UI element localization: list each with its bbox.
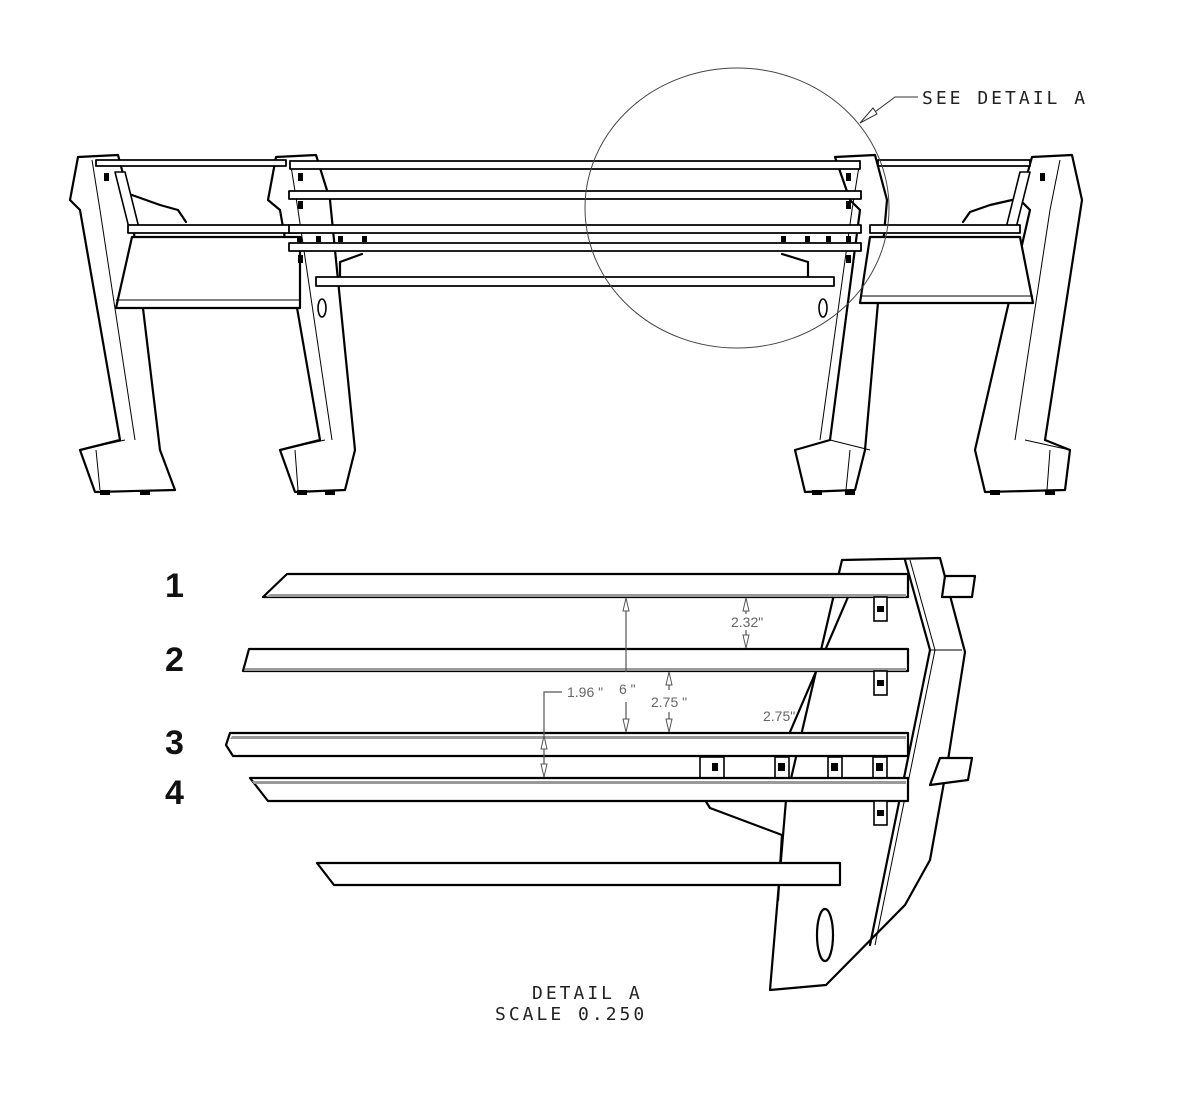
left-side-shelf [95,159,302,310]
bar-2 [241,647,910,696]
center-bars [104,160,1045,287]
row-label-4: 4 [165,774,184,812]
dimension-2-75-diagonal: 2.75" [763,708,795,724]
row-label-2: 2 [165,641,184,679]
right-outer-leg [973,153,1084,495]
bar-5 [315,861,842,887]
bar-1 [261,572,910,622]
svg-text:1.96 ": 1.96 " [567,684,603,700]
assembly-overview: SEE DETAIL A [68,67,1088,495]
row-label-3: 3 [165,724,184,762]
svg-text:6 ": 6 " [619,681,636,697]
right-inner-leg [793,153,889,495]
detail-a-view: 1 2 3 4 2.32" 6 " [165,556,977,1025]
svg-text:2.75": 2.75" [763,708,795,724]
detail-callout: SEE DETAIL A [584,67,1088,349]
left-outer-leg [68,153,177,495]
row-labels: 1 2 3 4 [165,567,184,812]
dimension-2-75-center: 2.75 " [651,671,687,733]
bar-3 [224,731,910,780]
dimension-6: 6 " [619,597,636,733]
svg-text:2.75 ": 2.75 " [651,694,687,710]
detail-scale: SCALE 0.250 [495,1004,647,1025]
dimension-1-96: 1.96 " [540,684,603,778]
detail-title-block: DETAIL A SCALE 0.250 [495,983,647,1025]
dimension-2-32: 2.32" [728,597,768,649]
right-side-shelf [858,159,1035,305]
see-detail-label: SEE DETAIL A [922,88,1088,109]
svg-text:2.32": 2.32" [731,614,763,630]
left-inner-leg [266,153,357,495]
detail-title: DETAIL A [532,983,643,1004]
row-label-1: 1 [165,567,184,605]
bar-4 [248,776,910,826]
dimensions: 2.32" 6 " 2.75 " 2.75" [540,597,795,778]
